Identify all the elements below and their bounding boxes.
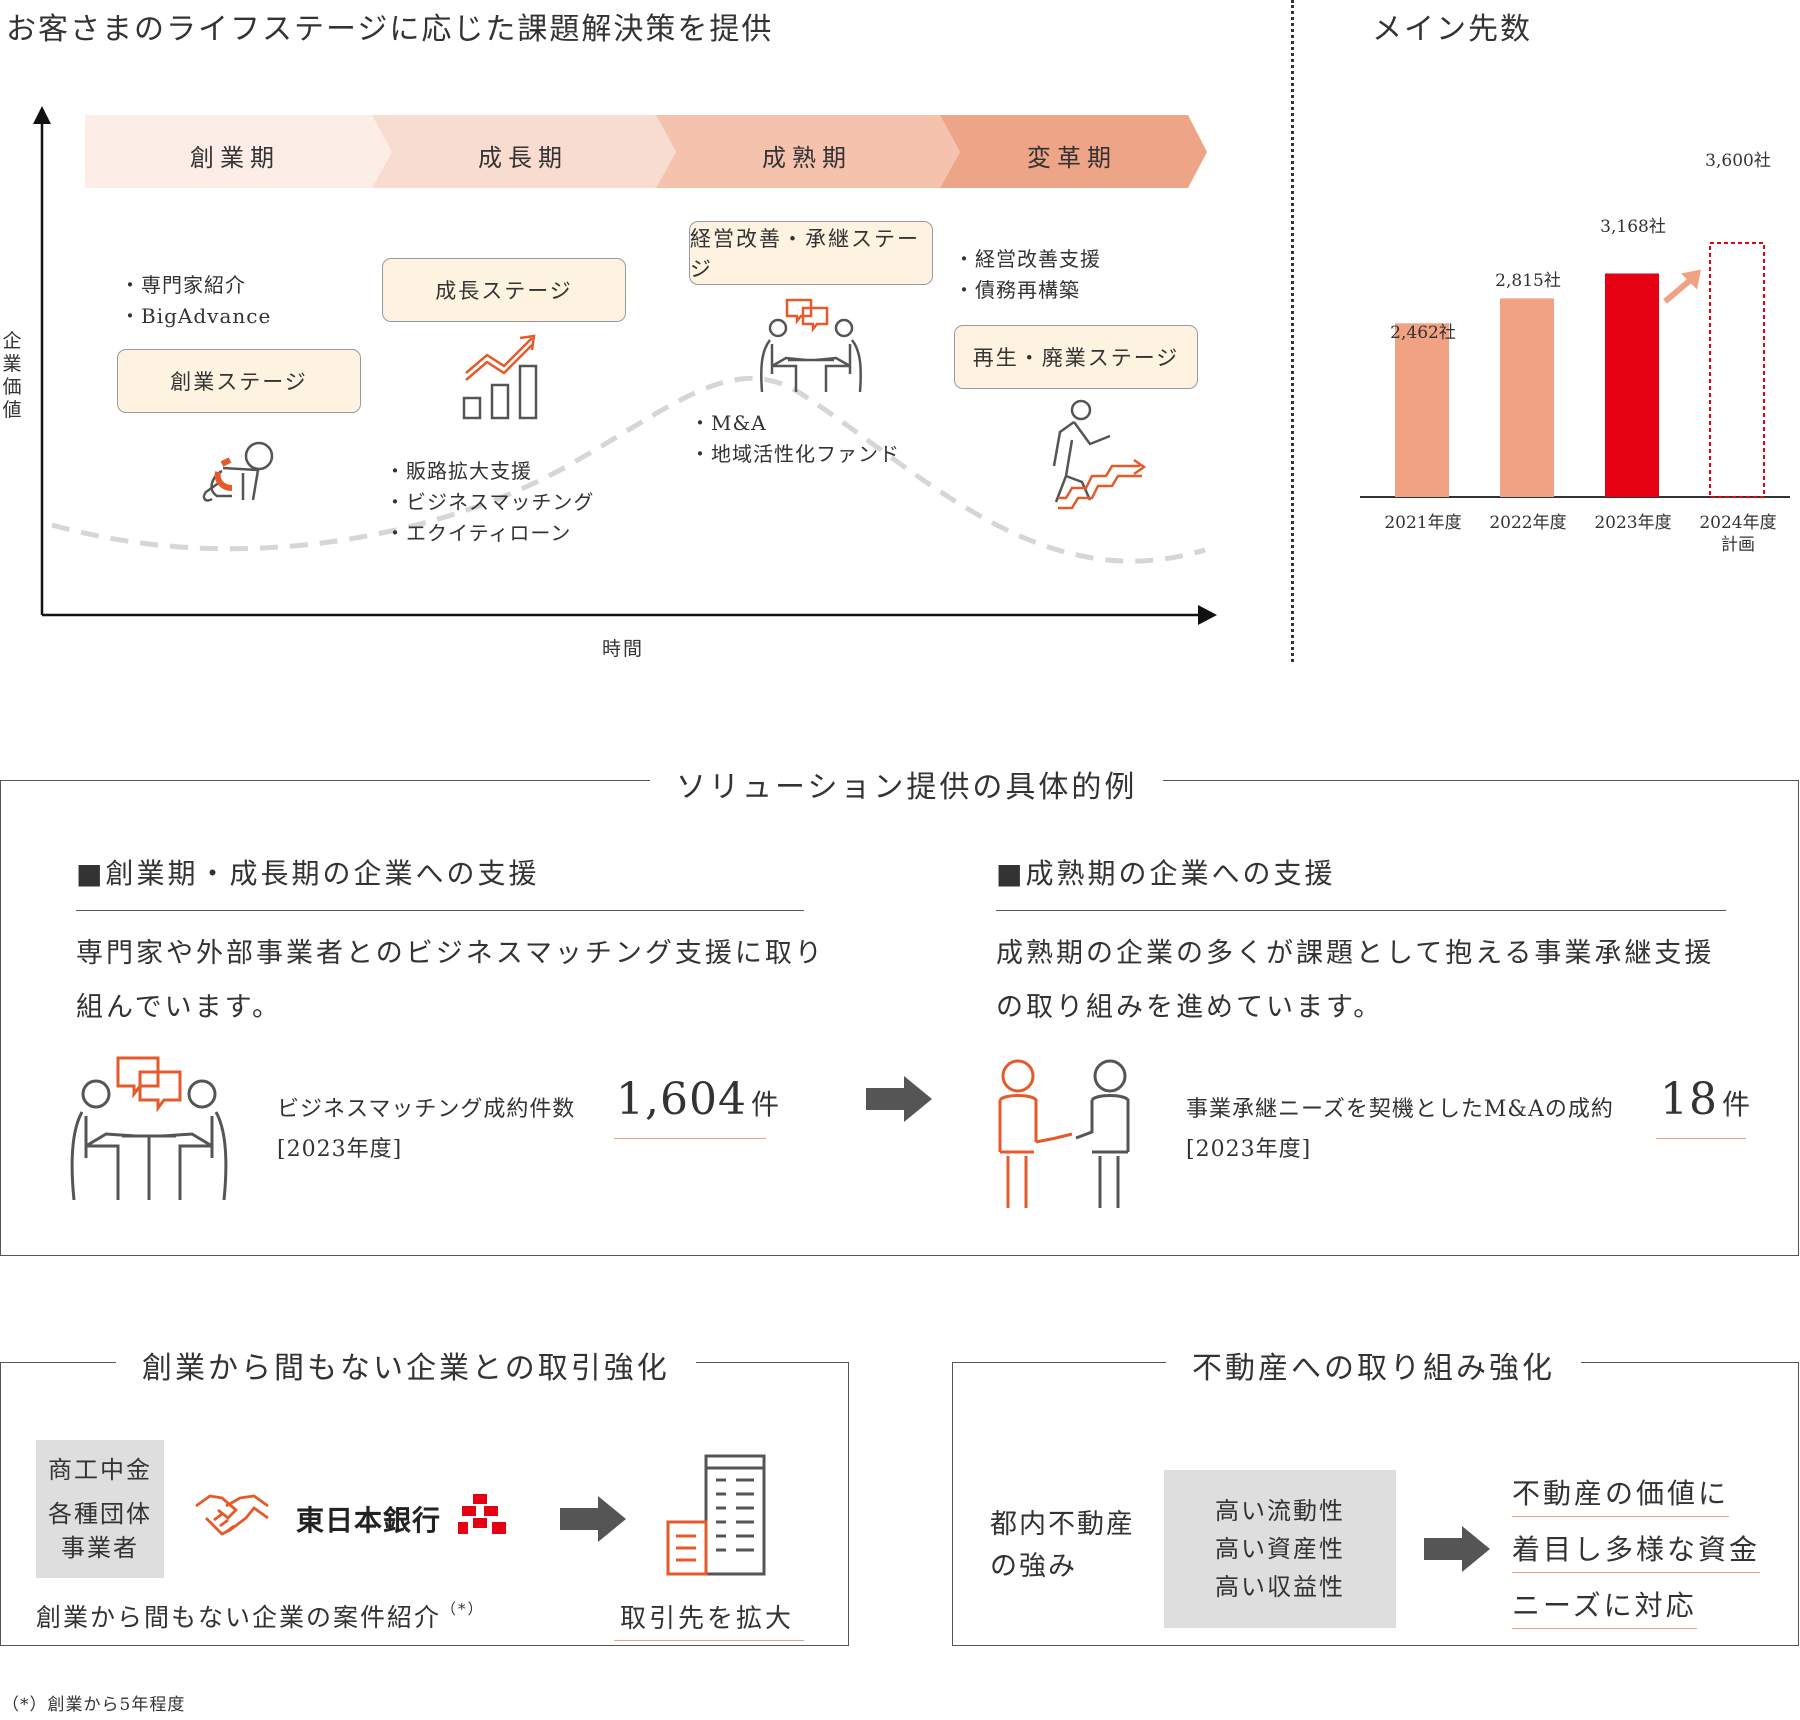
category-label: 2024年度計画	[1699, 513, 1777, 555]
value-curve	[51, 375, 1206, 564]
arrow-right-icon	[560, 1496, 626, 1542]
category-label: 2022年度	[1489, 513, 1567, 533]
stage-label-startup: 創業期	[190, 144, 280, 172]
left-support-heading: ■創業期・成長期の企業への支援	[76, 857, 540, 890]
handshake-people-icon	[998, 1059, 1130, 1208]
bar-value-label: 2,462社	[1390, 323, 1456, 343]
vertical-divider	[1291, 0, 1294, 662]
chart-title: メイン先数	[1372, 12, 1532, 47]
handshake-icon	[195, 1494, 269, 1536]
left-heading-rule	[76, 910, 804, 911]
climbing-person-icon	[1052, 399, 1147, 510]
business-matching-icon	[70, 1056, 228, 1201]
left-stat-label: ビジネスマッチング成約件数 [2023年度]	[277, 1097, 576, 1162]
realestate-strength: 都内不動産 の強み	[990, 1509, 1135, 1582]
category-label: 2023年度	[1594, 513, 1672, 533]
lifecycle-diagram	[33, 106, 1217, 625]
bar-value-label: 2,815社	[1495, 271, 1561, 291]
arrow-right-icon	[1424, 1526, 1490, 1572]
mature-bullets: ・M&A ・地域活性化ファンド	[690, 411, 900, 466]
revival-stage-box: 再生・廃業ステージ	[954, 325, 1198, 389]
left-stat-underline	[614, 1138, 766, 1139]
arrow-right-icon	[866, 1076, 932, 1122]
growth-stage-box: 成長ステージ	[382, 258, 626, 322]
stage-chevron-growth	[372, 115, 676, 188]
x-axis-label: 時間	[602, 638, 645, 660]
stage-label-transform: 変革期	[1027, 144, 1117, 172]
partners-box: 商工中金 各種団体 事業者	[36, 1440, 164, 1578]
footnote: （*）創業から5年程度	[2, 1695, 186, 1715]
y-axis-arrow	[33, 106, 51, 124]
revival-bullets: ・経営改善支援 ・債務再構築	[954, 247, 1101, 302]
growth-arrow	[1663, 277, 1693, 304]
startup-section-title: 創業から間もない企業との取引強化	[116, 1343, 696, 1387]
category-label: 2021年度	[1384, 513, 1462, 533]
realestate-result: 不動産の価値に 着目し多様な資金 ニーズに対応	[1512, 1468, 1761, 1632]
stage-label-growth: 成長期	[478, 144, 568, 172]
stage-chevron-startup	[85, 115, 392, 188]
bar	[1500, 298, 1554, 497]
referral-caption: 創業から間もない企業の案件紹介（*）	[36, 1600, 485, 1632]
expand-clients-underline	[614, 1640, 804, 1641]
meeting-icon	[760, 298, 862, 393]
bar	[1605, 273, 1659, 497]
growth-chart-icon	[462, 334, 538, 420]
y-axis-label: 企 業 価 値	[2, 330, 22, 421]
expand-clients-label: 取引先を拡大	[620, 1604, 795, 1634]
bank-logo	[458, 1494, 506, 1534]
bank-name: 東日本銀行	[296, 1504, 442, 1537]
stage-chevron-transform	[940, 115, 1207, 188]
stage-chevron-mature	[656, 115, 960, 188]
baby-icon	[202, 441, 274, 502]
mature-stage-box: 経営改善・承継ステージ	[689, 221, 933, 285]
x-axis-arrow	[1198, 605, 1217, 625]
stage-label-mature: 成熟期	[762, 144, 852, 172]
bar-plan	[1709, 242, 1765, 498]
left-support-text: 専門家や外部事業者とのビジネスマッチング支援に取り 組んでいます。	[76, 938, 825, 1023]
right-support-text: 成熟期の企業の多くが課題として抱える事業承継支援 の取り組みを進めています。	[996, 938, 1715, 1023]
bar	[1395, 323, 1449, 497]
right-heading-rule	[996, 910, 1726, 911]
bar-value-label: 3,600社	[1705, 151, 1771, 171]
right-stat-label: 事業承継ニーズを契機としたM&Aの成約 [2023年度]	[1186, 1097, 1614, 1162]
realestate-section-title: 不動産への取り組み強化	[1166, 1343, 1581, 1387]
bar-value-label: 3,168社	[1600, 217, 1666, 237]
startup-stage-box: 創業ステージ	[117, 349, 361, 413]
growth-arrow-head	[1681, 269, 1701, 290]
lifecycle-title: お客さまのライフステージに応じた課題解決策を提供	[6, 12, 774, 47]
bar-chart	[1360, 242, 1790, 498]
solutions-title: ソリューション提供の具体的例	[650, 762, 1164, 806]
right-stat-underline	[1656, 1138, 1746, 1139]
right-support-heading: ■成熟期の企業への支援	[996, 857, 1336, 890]
startup-bullets: ・専門家紹介 ・BigAdvance	[120, 273, 272, 328]
growth-bullets: ・販路拡大支援 ・ビジネスマッチング ・エクイティローン	[385, 459, 595, 545]
strength-points-box: 高い流動性 高い資産性 高い収益性	[1164, 1470, 1396, 1628]
office-building-icon	[666, 1454, 766, 1576]
